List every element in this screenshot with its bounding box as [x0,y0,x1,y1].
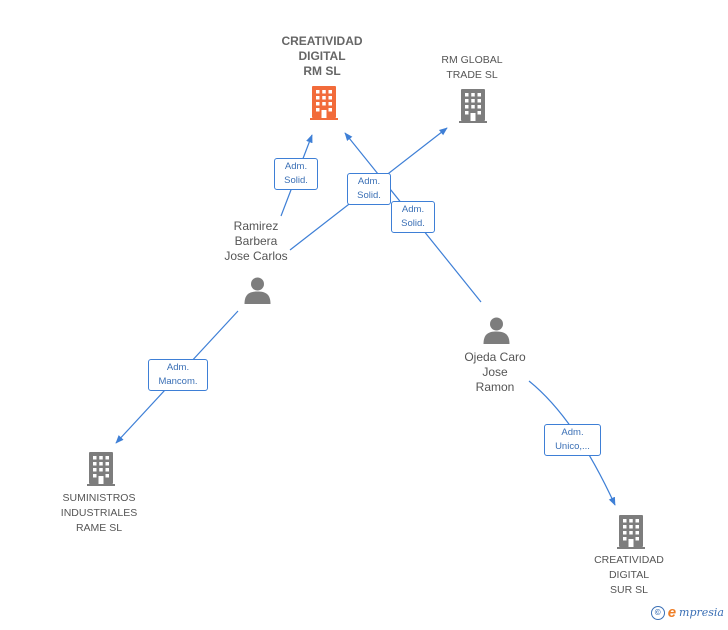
node-label-suministros-industriales[interactable]: SUMINISTROS INDUSTRIALES RAME SL [60,492,138,534]
person-icon[interactable] [244,277,271,305]
building-icon[interactable] [459,89,487,123]
edge-label-adm-solid[interactable]: Adm. Solid. [274,158,318,190]
edge-label-adm-solid[interactable]: Adm. Solid. [347,173,391,205]
node-label-creatividad-digital-sur[interactable]: CREATIVIDAD DIGITAL SUR SL [594,554,664,596]
copyright-icon: © [650,605,665,620]
building-icon[interactable] [617,515,645,549]
node-label-creatividad-digital-rm[interactable]: CREATIVIDAD DIGITAL RM SL [281,34,363,78]
node-label-ramirez-barbera[interactable]: Ramirez Barbera Jose Carlos [224,219,288,263]
edge-label-adm-unico[interactable]: Adm. Unico,... [544,424,601,456]
building-icon[interactable] [310,86,338,120]
node-label-rm-global-trade[interactable]: RM GLOBAL TRADE SL [441,54,503,81]
edge-label-adm-solid[interactable]: Adm. Solid. [391,201,435,233]
person-icon[interactable] [483,317,510,345]
empresia-logo-initial: e [667,604,677,621]
node-label-ojeda-caro[interactable]: Ojeda Caro Jose Ramon [464,350,526,394]
empresia-logo-text: mpresia [679,606,724,619]
building-icon[interactable] [87,452,115,486]
edge-label-adm-mancom[interactable]: Adm. Mancom. [148,359,208,391]
